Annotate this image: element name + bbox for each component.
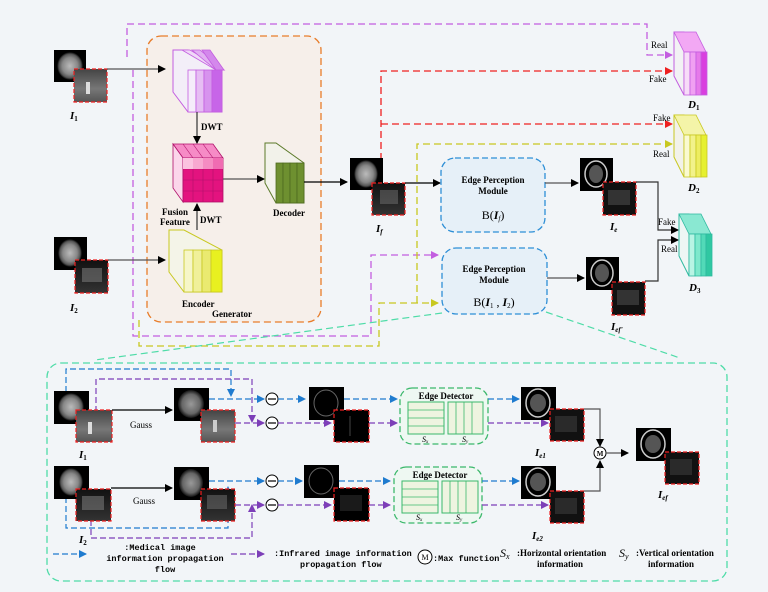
infrared-flow-loop-2	[90, 504, 256, 539]
detail-i2-label: I2	[78, 534, 87, 547]
legend-medical-line1: :Medical image	[124, 543, 195, 553]
legend-infrared-line1: :Infrared image information	[274, 549, 412, 559]
d1-fake-label: Fake	[649, 74, 667, 84]
detail-blurred-2-images	[174, 467, 236, 522]
decoder-label: Decoder	[273, 208, 305, 218]
d3-real-label: Real	[661, 244, 678, 254]
arrow-ie2-to-max	[584, 460, 604, 492]
input-i1-images	[54, 50, 108, 103]
sx-label-1: Sx	[422, 435, 429, 445]
yellow-flow-d2	[416, 140, 673, 303]
epm2-formula: B(I1 , I2)	[473, 295, 514, 310]
detail-highfreq-2-images	[304, 465, 370, 522]
edge-detector-1-title: Edge Detector	[419, 391, 474, 401]
edge-ie-images	[580, 158, 637, 216]
d2-fake-label: Fake	[653, 113, 671, 123]
detail-ie1-label: Ie1	[534, 447, 546, 460]
edge-ie-label: Ie	[609, 221, 617, 234]
detail-panel	[46, 362, 728, 582]
dwt-top-label: DWT	[201, 122, 223, 132]
red-flow-d1	[380, 67, 673, 160]
sy-label-1: Sy	[462, 435, 469, 445]
legend-sx-line1: :Horizontal orientation	[517, 548, 606, 558]
purple-flow-outer	[126, 23, 673, 59]
legend-sx-line2: information	[537, 559, 583, 569]
gauss-label-1: Gauss	[130, 420, 152, 430]
edge-detector-2-title: Edge Detector	[413, 470, 468, 480]
detail-ie1-images	[521, 387, 585, 442]
legend-sy-symbol: Sy	[619, 546, 629, 561]
sx-kernel-2	[401, 480, 439, 514]
sy-label-2: Sy	[456, 513, 463, 523]
d2-label: D2	[687, 182, 700, 195]
input-i2-images	[54, 237, 109, 294]
discriminator-d2	[673, 114, 708, 178]
fusion-feature-cube	[172, 142, 224, 204]
fused-if-images	[350, 158, 406, 216]
infrared-flow-loop-1	[95, 378, 256, 423]
encoder-label: Encoder	[182, 299, 215, 309]
epm1-formula: B(If)	[482, 208, 505, 223]
detail-highfreq-1-images	[309, 387, 370, 443]
legend-sy-line1: :Vertical orientation	[636, 548, 714, 558]
discriminator-d1	[673, 31, 708, 96]
encoder-block-i1	[172, 49, 226, 113]
legend-infrared-line2: propagation flow	[300, 560, 383, 570]
yellow-flow-loop	[138, 299, 439, 347]
fusion-feature-label-1: Fusion	[162, 207, 188, 217]
sy-kernel-1	[447, 401, 484, 435]
arrow-ief-to-d3	[645, 236, 679, 282]
epm2-title-1: Edge Perception	[462, 264, 525, 274]
sy-kernel-2	[441, 480, 479, 514]
medical-flow-loop-2	[65, 486, 232, 529]
d2-real-label: Real	[653, 149, 670, 159]
edge-perception-module-2	[441, 247, 548, 315]
edge-perception-module-1	[440, 157, 546, 233]
epm1-title-2: Module	[478, 186, 508, 196]
detail-ie2-images	[521, 466, 585, 524]
legend-max-icon	[417, 549, 433, 565]
detail-ie2-label: Ie2	[531, 530, 543, 543]
edge-ief-label: Ief'	[610, 321, 623, 334]
d1-label: D1	[687, 99, 700, 112]
sx-label-2: Sx	[416, 513, 423, 523]
fusion-feature-label-2: Feature	[160, 217, 190, 227]
decoder-block	[264, 142, 305, 204]
dwt-bottom-label: DWT	[200, 215, 222, 225]
gauss-label-2: Gauss	[133, 496, 155, 506]
d3-label: D3	[688, 282, 701, 295]
edge-ief-images	[586, 257, 646, 316]
generator-label: Generator	[212, 309, 252, 319]
legend-max-label: :Max function	[433, 554, 499, 564]
legend-sx-symbol: Sx	[500, 546, 510, 561]
teal-zoom-line-left	[94, 312, 443, 361]
discriminator-d3	[678, 213, 713, 277]
detail-input-i2-images	[54, 466, 112, 522]
arrow-ie-to-d3	[636, 181, 679, 234]
sx-kernel-1	[407, 401, 445, 435]
purple-flow-loop	[132, 70, 439, 337]
max-function-symbol: M	[597, 450, 604, 458]
teal-zoom-line-right	[545, 311, 681, 359]
d1-real-label: Real	[651, 40, 668, 50]
detail-i1-label: I1	[78, 449, 87, 462]
medical-flow-loop-1	[65, 368, 235, 397]
input-i2-label: I2	[69, 302, 78, 315]
detail-blurred-1-images	[174, 388, 236, 443]
input-i1-label: I1	[69, 110, 78, 123]
d3-fake-label: Fake	[658, 217, 676, 227]
arrow-ie1-to-max	[584, 408, 604, 447]
detail-ief-label: Ief	[657, 489, 668, 502]
legend-max-symbol: M	[421, 553, 428, 562]
fused-if-label: If	[375, 223, 383, 236]
legend-medical-line2: information propagation	[106, 554, 223, 564]
detail-input-i1-images	[54, 391, 113, 443]
detail-ief-images	[636, 428, 700, 485]
encoder-block-i2	[168, 229, 223, 293]
legend-medical-line3: flow	[155, 565, 176, 575]
legend-sy-line2: information	[648, 559, 694, 569]
epm1-title-1: Edge Perception	[461, 175, 524, 185]
epm2-title-2: Module	[479, 275, 509, 285]
